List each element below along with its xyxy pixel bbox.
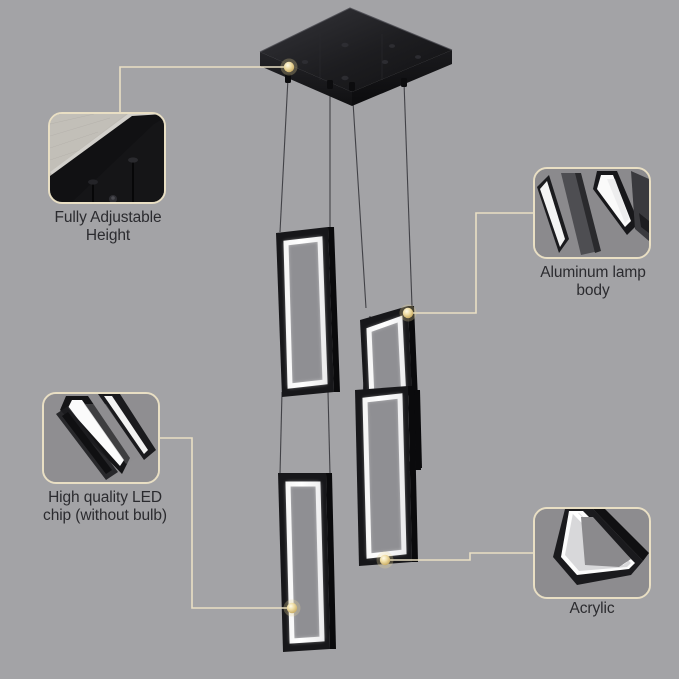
- callout-image-led-chip: [44, 394, 158, 482]
- lamp-frame-lower-right: [355, 386, 418, 566]
- marker-dot-aluminum-lamp-body[interactable]: [402, 307, 414, 319]
- lamp-frame-lower-left: [278, 473, 336, 652]
- callout-box-fully-adjustable-height: [48, 112, 166, 204]
- connector-line-acrylic: [385, 552, 533, 561]
- lamp-frame-upper-left: [276, 227, 340, 397]
- callout-box-high-quality-led-chip: [42, 392, 160, 484]
- callout-label-fully-adjustable-height: Fully Adjustable Height: [54, 209, 162, 244]
- callout-label-aluminum-lamp-body: Aluminum lamp body: [540, 264, 646, 299]
- callout-image-aluminum-body: [535, 169, 649, 257]
- connector-line-aluminum-lamp-body: [408, 212, 533, 314]
- callout-connector-lines: [119, 66, 533, 609]
- callout-image-acrylic: [535, 509, 649, 597]
- callout-marker-dots: [280, 58, 417, 617]
- marker-dot-high-quality-led-chip[interactable]: [286, 602, 298, 614]
- ceiling-canopy: [259, 7, 453, 106]
- connector-line-high-quality-led-chip: [160, 437, 292, 609]
- callout-label-high-quality-led-chip: High quality LED chip (without bulb): [43, 489, 167, 524]
- callout-box-aluminum-lamp-body: [533, 167, 651, 259]
- callout-image-adjustable-height: [50, 114, 164, 202]
- connector-line-fully-adjustable-height: [119, 66, 289, 112]
- callout-box-acrylic: [533, 507, 651, 599]
- callout-label-acrylic: Acrylic: [569, 600, 615, 617]
- suspension-cables: [279, 77, 413, 475]
- marker-dot-acrylic[interactable]: [379, 554, 391, 566]
- marker-dot-fully-adjustable-height[interactable]: [283, 61, 295, 73]
